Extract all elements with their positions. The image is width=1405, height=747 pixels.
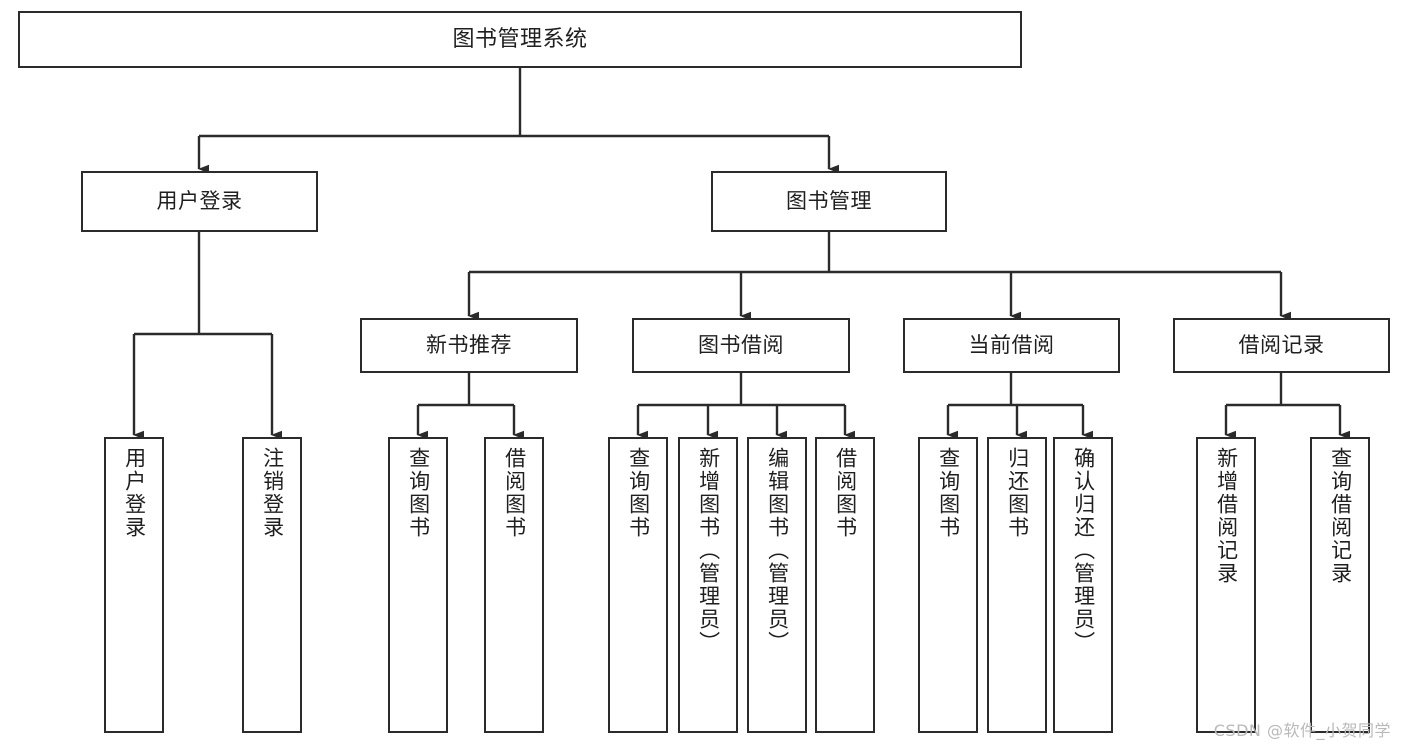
- node-new-book-recommend[interactable]: 新书推荐: [360, 318, 578, 373]
- node-book-borrow-label: 图书借阅: [698, 333, 784, 358]
- node-user-login[interactable]: 用户登录: [81, 171, 318, 232]
- node-leaf-add-record[interactable]: 新增借阅记录: [1196, 437, 1256, 733]
- node-leaf-query-book-1-label: 查询图书: [406, 447, 431, 539]
- node-leaf-query-record[interactable]: 查询借阅记录: [1310, 437, 1370, 733]
- node-borrow-record[interactable]: 借阅记录: [1173, 318, 1390, 373]
- node-leaf-logout-login-label: 注销登录: [260, 447, 285, 539]
- node-leaf-query-book-2-label: 查询图书: [626, 447, 651, 539]
- node-book-manage[interactable]: 图书管理: [711, 171, 947, 232]
- node-leaf-add-book-label: 新增图书（管理员）: [696, 447, 721, 654]
- node-leaf-query-book-2[interactable]: 查询图书: [608, 437, 668, 733]
- node-leaf-query-book-3-label: 查询图书: [936, 447, 961, 539]
- node-book-manage-label: 图书管理: [786, 189, 872, 214]
- node-user-login-label: 用户登录: [156, 189, 243, 214]
- node-leaf-confirm-return-label: 确认归还（管理员）: [1071, 447, 1096, 654]
- node-book-borrow[interactable]: 图书借阅: [632, 318, 850, 373]
- node-current-borrow[interactable]: 当前借阅: [903, 318, 1120, 373]
- node-leaf-query-book-1[interactable]: 查询图书: [388, 437, 448, 733]
- node-leaf-borrow-book-1[interactable]: 借阅图书: [484, 437, 544, 733]
- node-leaf-return-book-label: 归还图书: [1005, 447, 1030, 539]
- node-borrow-record-label: 借阅记录: [1238, 333, 1325, 358]
- node-leaf-edit-book-label: 编辑图书（管理员）: [765, 447, 790, 654]
- node-leaf-user-login[interactable]: 用户登录: [104, 437, 164, 733]
- node-leaf-return-book[interactable]: 归还图书: [987, 437, 1047, 733]
- node-leaf-logout-login[interactable]: 注销登录: [242, 437, 302, 733]
- node-new-book-recommend-label: 新书推荐: [426, 333, 512, 358]
- node-leaf-query-record-label: 查询借阅记录: [1328, 447, 1353, 585]
- node-leaf-add-book[interactable]: 新增图书（管理员）: [678, 437, 738, 733]
- node-root[interactable]: 图书管理系统: [18, 11, 1022, 68]
- node-current-borrow-label: 当前借阅: [968, 333, 1055, 358]
- node-leaf-edit-book[interactable]: 编辑图书（管理员）: [747, 437, 807, 733]
- node-leaf-confirm-return[interactable]: 确认归还（管理员）: [1053, 437, 1113, 733]
- node-leaf-borrow-book-1-label: 借阅图书: [502, 447, 527, 539]
- node-root-label: 图书管理系统: [452, 26, 588, 52]
- node-leaf-add-record-label: 新增借阅记录: [1214, 447, 1239, 585]
- node-leaf-borrow-book-2[interactable]: 借阅图书: [815, 437, 875, 733]
- node-leaf-borrow-book-2-label: 借阅图书: [833, 447, 858, 539]
- node-leaf-user-login-label: 用户登录: [122, 447, 147, 539]
- node-leaf-query-book-3[interactable]: 查询图书: [918, 437, 978, 733]
